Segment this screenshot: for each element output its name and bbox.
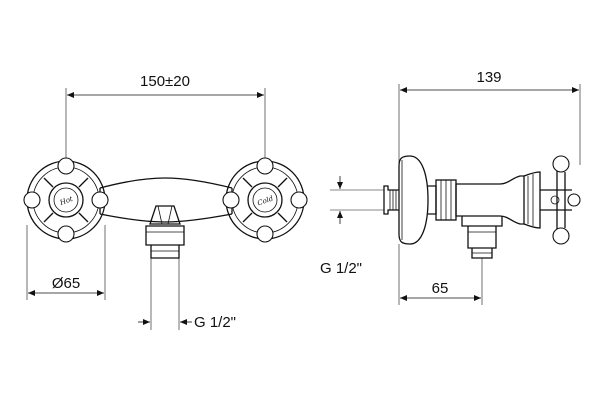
- mixer-body: [99, 177, 233, 259]
- side-thread-label: G 1/2": [320, 260, 362, 277]
- dimension-side-thread: G 1/2": [320, 176, 384, 277]
- handle-knob: [256, 157, 274, 175]
- handle-knob: [222, 191, 240, 209]
- dimension-diameter: Ø65: [26, 225, 106, 300]
- cold-handle-label: Cold: [256, 194, 275, 207]
- offset-dimension-label: 65: [432, 280, 449, 297]
- handle-knob: [57, 225, 75, 243]
- handle-knob: [290, 191, 308, 209]
- dimension-outlet-thread: G 1/2": [138, 258, 236, 331]
- handle-knob: [256, 225, 274, 243]
- cold-handle: Cold: [222, 157, 308, 243]
- handle-knob: [91, 191, 109, 209]
- side-handle: [540, 155, 581, 245]
- depth-dimension-label: 139: [476, 69, 501, 86]
- width-dimension-label: 150±20: [140, 73, 190, 90]
- dimension-depth: 139: [398, 69, 581, 165]
- dimension-width: 150±20: [65, 73, 266, 172]
- handle-knob: [552, 155, 570, 173]
- inlet-connector: [383, 185, 399, 215]
- side-view: 139 G 1/2": [320, 69, 581, 305]
- front-view: 150±20: [23, 73, 308, 331]
- handle-knob: [552, 227, 570, 245]
- wall-flange: [398, 155, 429, 245]
- diameter-dimension-label: Ø65: [52, 275, 80, 292]
- hot-handle: Hot: [23, 157, 109, 243]
- dimension-offset: 65: [398, 244, 483, 305]
- handle-knob: [57, 157, 75, 175]
- handle-knob: [567, 193, 581, 207]
- valve-body: [428, 171, 541, 259]
- hot-handle-label: Hot: [58, 195, 74, 207]
- handle-knob: [23, 191, 41, 209]
- outlet-thread-label: G 1/2": [194, 314, 236, 331]
